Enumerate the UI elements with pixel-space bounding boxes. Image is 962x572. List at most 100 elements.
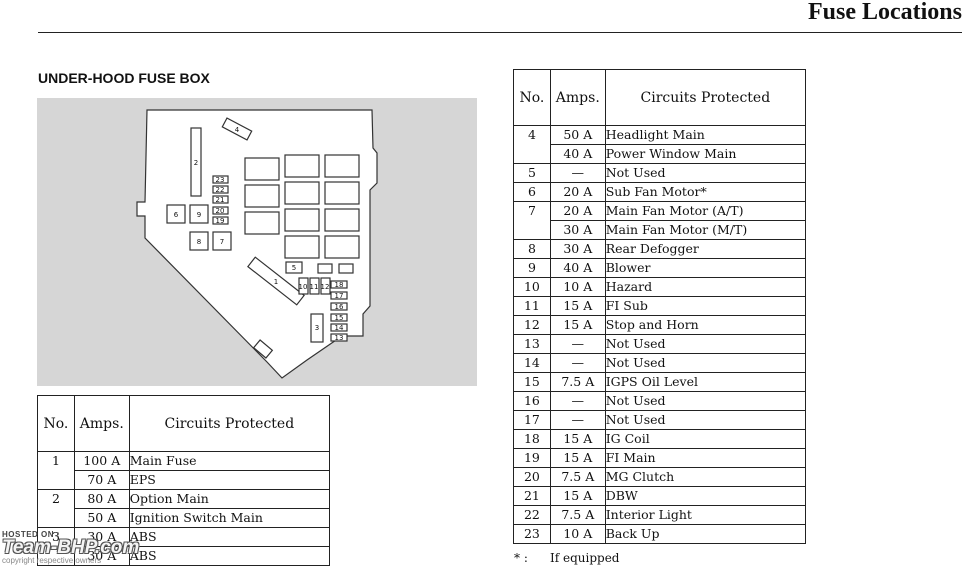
fuse-9 <box>189 204 209 224</box>
fuse-amps: 7.5 A <box>549 505 606 525</box>
fuse-circuit: Main Fuse <box>128 451 331 471</box>
fuse-23 <box>212 175 229 184</box>
fuse-number: 22 <box>513 505 551 525</box>
fuse-circuit: Ignition Switch Main <box>128 508 331 528</box>
fuse-number <box>513 220 551 240</box>
fuse-circuit: Hazard <box>604 277 807 297</box>
fuse-number: 8 <box>513 239 551 259</box>
fuse-circuit: EPS <box>128 470 331 490</box>
diagram-label-5: 5 <box>292 264 296 272</box>
fuse-amps: 40 A <box>549 144 606 164</box>
table-row: 16—Not Used <box>513 391 807 411</box>
fuse-circuit: Main Fan Motor (M/T) <box>604 220 807 240</box>
connector-tab <box>252 339 274 359</box>
fuse-circuit: ABS <box>128 546 331 566</box>
header-amps: Amps. <box>549 69 606 126</box>
fuse-number: 4 <box>513 125 551 145</box>
fuse-circuit: Headlight Main <box>604 125 807 145</box>
fuse-circuit: IG Coil <box>604 429 807 449</box>
fuse-number: 17 <box>513 410 551 430</box>
diagram-label-13: 13 <box>335 334 344 342</box>
fuse-number: 10 <box>513 277 551 297</box>
fuse-circuit: MG Clutch <box>604 467 807 487</box>
section-title: UNDER-HOOD FUSE BOX <box>38 70 210 86</box>
fuse-10 <box>298 277 309 295</box>
diagram-label-23: 23 <box>216 176 225 184</box>
fuse-circuit: Power Window Main <box>604 144 807 164</box>
fuse-circuit: Not Used <box>604 163 807 183</box>
fuse-number: 9 <box>513 258 551 278</box>
diagram-label-10: 10 <box>299 283 308 291</box>
fuse-number <box>513 144 551 164</box>
header-no: No. <box>513 69 551 126</box>
footnote: * :If equipped <box>514 551 620 565</box>
diagram-label-14: 14 <box>335 324 344 332</box>
fuse-amps: 80 A <box>73 489 130 509</box>
fuse-number: 13 <box>513 334 551 354</box>
fuse-amps: 40 A <box>549 258 606 278</box>
fuse-amps: — <box>549 163 606 183</box>
fuse-circuit: Back Up <box>604 524 807 544</box>
fuse-5 <box>285 261 303 274</box>
diagram-label-21: 21 <box>216 196 225 204</box>
fuse-amps: — <box>549 353 606 373</box>
table-row: 5—Not Used <box>513 163 807 183</box>
fuse-amps: 20 A <box>549 182 606 202</box>
fuse-circuit: Not Used <box>604 410 807 430</box>
watermark-copyright: copyright respective owners <box>2 556 102 565</box>
fuse-amps: 15 A <box>549 486 606 506</box>
relay-block <box>244 211 280 235</box>
fuse-amps: 10 A <box>549 277 606 297</box>
fuse-amps: 100 A <box>73 451 130 471</box>
fuse-4 <box>221 117 253 141</box>
diagram-label-19: 19 <box>216 217 225 225</box>
fuse-1 <box>247 256 305 306</box>
relay-block <box>324 235 360 259</box>
fuse-number: 19 <box>513 448 551 468</box>
fuse-circuit: FI Main <box>604 448 807 468</box>
header-amps: Amps. <box>73 395 130 452</box>
diagram-label-8: 8 <box>197 238 201 246</box>
fuse-amps: 10 A <box>549 524 606 544</box>
watermark-hosted: HOSTED ON : <box>2 530 60 539</box>
fuse-6 <box>166 204 186 224</box>
fuse-amps: 30 A <box>73 527 130 547</box>
diagram-label-15: 15 <box>335 314 344 322</box>
fuse-amps: 15 A <box>549 296 606 316</box>
footnote-text: If equipped <box>550 551 620 565</box>
diagram-label-4: 4 <box>235 126 240 134</box>
fuse-amps: 7.5 A <box>549 467 606 487</box>
diagram-label-1: 1 <box>274 278 278 286</box>
fuse-amps: 30 A <box>549 239 606 259</box>
fuse-number: 5 <box>513 163 551 183</box>
page-title: Fuse Locations <box>807 0 962 25</box>
fuse-17 <box>330 291 348 300</box>
fuse-12 <box>320 277 331 295</box>
fuse-number: 7 <box>513 201 551 221</box>
fuse-amps: 30 A <box>549 220 606 240</box>
fuse-amps: 15 A <box>549 448 606 468</box>
diagram-label-11: 11 <box>310 283 319 291</box>
diagram-label-17: 17 <box>335 292 344 300</box>
relay-block <box>284 154 320 178</box>
fuse-number: 15 <box>513 372 551 392</box>
fuse-number: 6 <box>513 182 551 202</box>
fuse-circuit: Option Main <box>128 489 331 509</box>
header-circuits: Circuits Protected <box>128 395 331 452</box>
header-no: No. <box>37 395 75 452</box>
fuse-21 <box>212 195 229 204</box>
diagram-label-20: 20 <box>216 207 225 215</box>
